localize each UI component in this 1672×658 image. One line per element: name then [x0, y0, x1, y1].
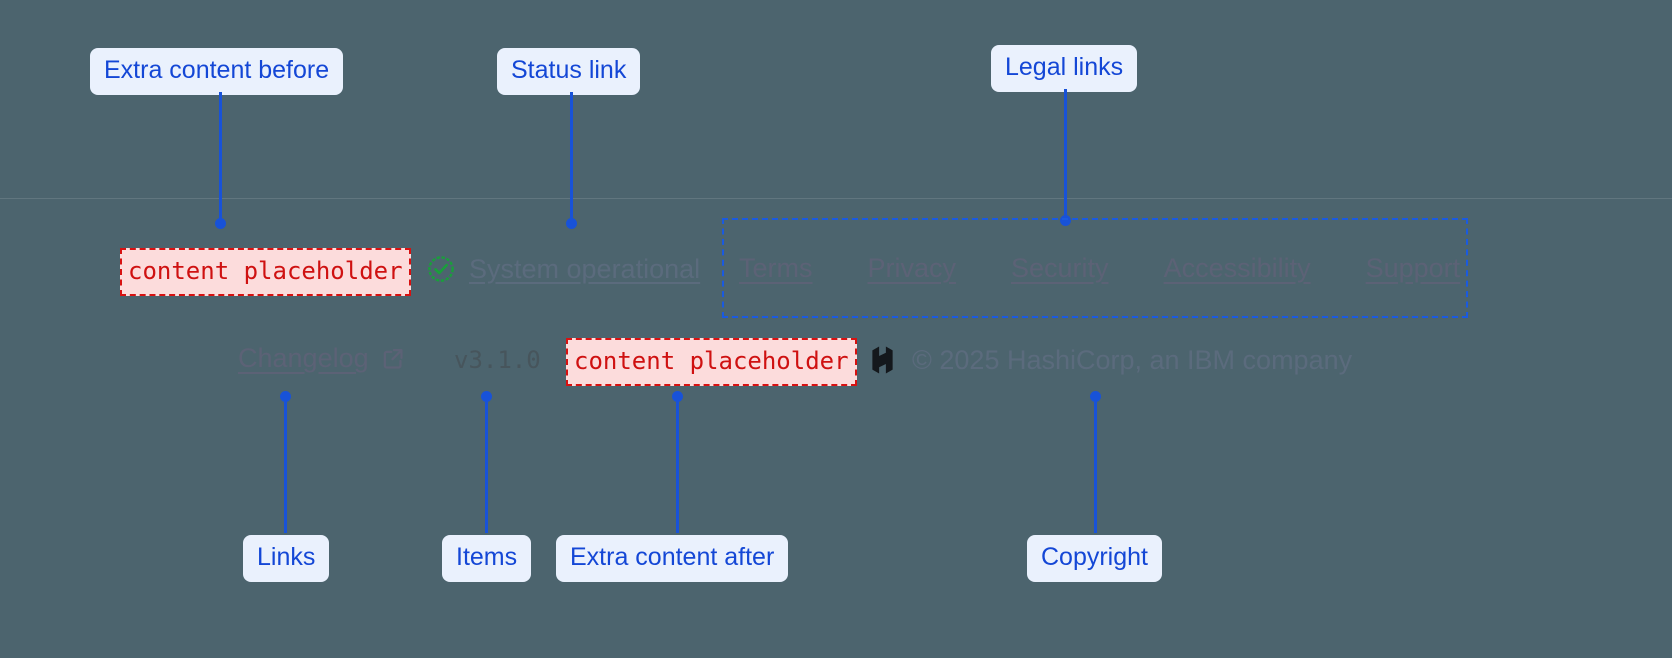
legal-link-privacy[interactable]: Privacy	[867, 253, 957, 283]
leader-dot-status	[566, 218, 577, 229]
callout-status-link: Status link	[497, 48, 641, 95]
legal-links-highlight-box	[722, 218, 1468, 318]
callout-items: Items	[442, 535, 532, 582]
footer-top-border	[0, 198, 1672, 199]
callout-links: Links	[243, 535, 330, 582]
version-label: v3.1.0	[454, 346, 541, 374]
callout-copyright: Copyright	[1027, 535, 1162, 582]
leader-dot-extra-before	[215, 218, 226, 229]
leader-dot-legal	[1060, 215, 1071, 226]
leader-line-extra-after	[676, 396, 679, 533]
legal-link-accessibility[interactable]: Accessibility	[1163, 253, 1311, 283]
leader-line-extra-before	[219, 92, 222, 225]
changelog-link[interactable]: Changelog	[238, 345, 408, 372]
leader-line-status	[570, 92, 573, 225]
copyright-text: © 2025 HashiCorp, an IBM company	[912, 344, 1353, 375]
check-circle-icon	[428, 256, 454, 282]
legal-link-security[interactable]: Security	[1011, 253, 1109, 283]
legal-links-group: Terms Privacy Security Accessibility Sup…	[739, 255, 1460, 282]
status-link[interactable]: System operational	[426, 254, 700, 284]
content-placeholder-after: content placeholder	[566, 338, 857, 386]
legal-link-terms[interactable]: Terms	[739, 253, 813, 283]
status-link-label: System operational	[469, 253, 701, 284]
changelog-label: Changelog	[238, 343, 369, 373]
hashicorp-logo	[872, 346, 893, 374]
content-placeholder-before: content placeholder	[120, 248, 411, 296]
leader-line-items	[485, 396, 488, 533]
callout-extra-content-after: Extra content after	[556, 535, 789, 582]
callout-extra-content-before: Extra content before	[90, 48, 344, 95]
leader-line-legal	[1064, 89, 1067, 222]
leader-line-copyright	[1094, 396, 1097, 533]
callout-legal-links: Legal links	[991, 45, 1138, 92]
external-link-icon	[383, 349, 403, 369]
copyright: © 2025 HashiCorp, an IBM company	[869, 345, 1352, 375]
leader-line-links	[284, 396, 287, 533]
legal-link-support[interactable]: Support	[1365, 253, 1461, 283]
